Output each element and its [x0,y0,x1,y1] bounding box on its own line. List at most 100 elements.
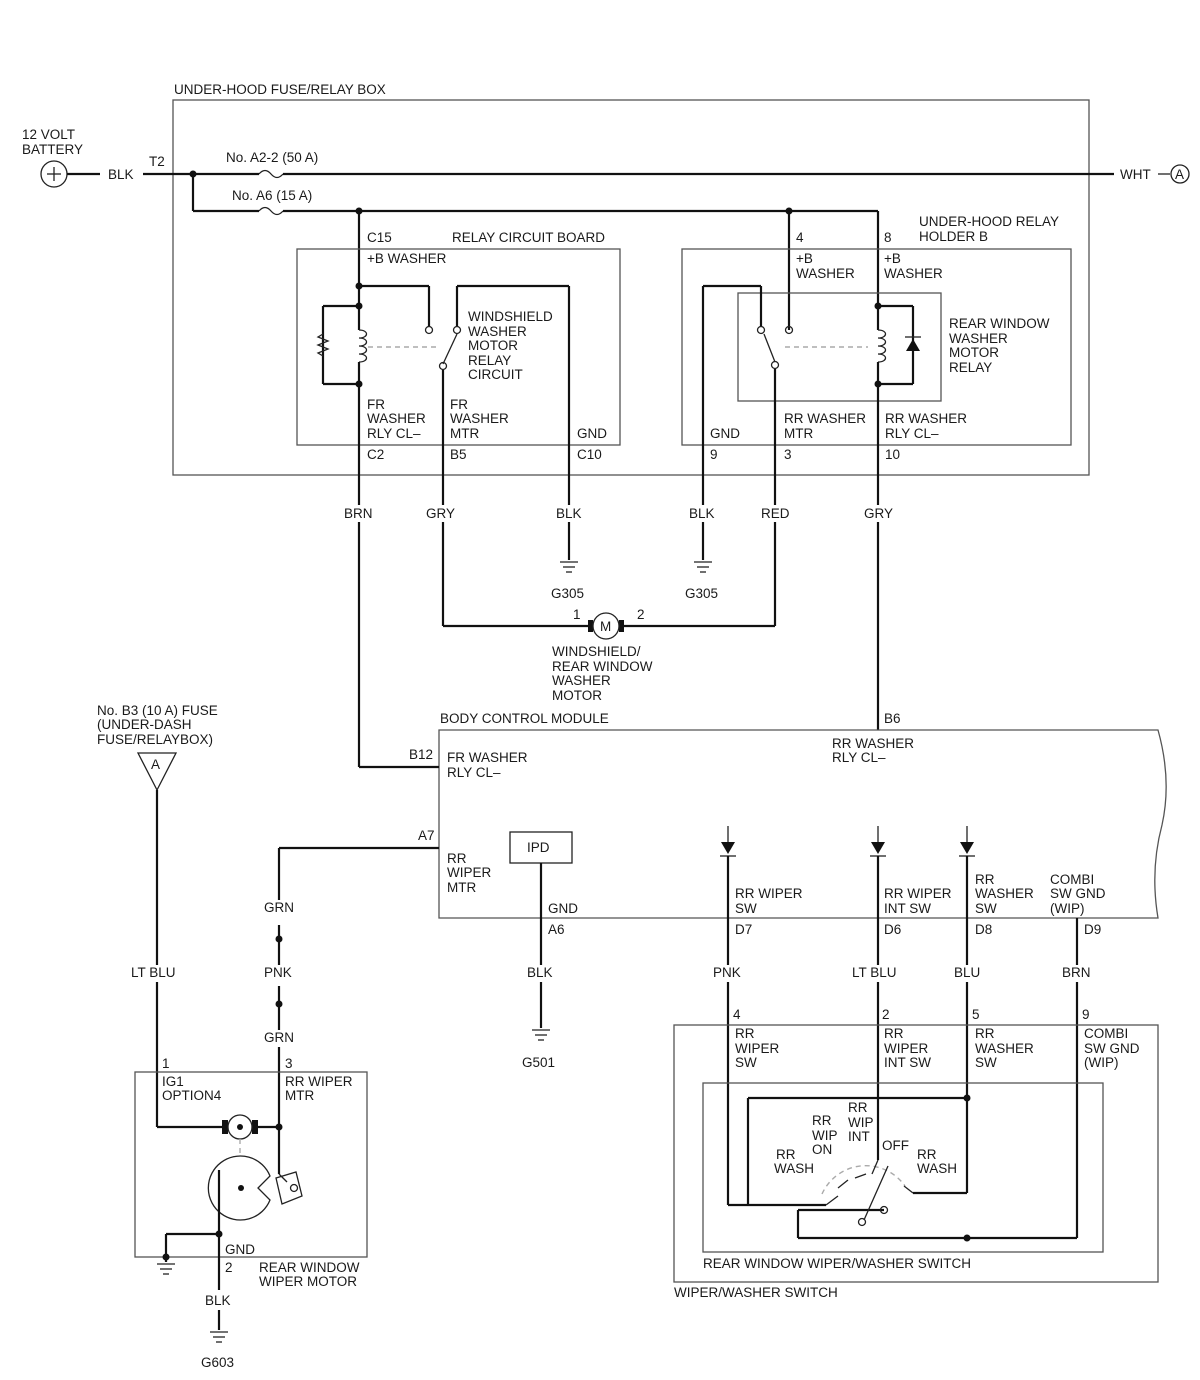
ig1-label-1: IG1 [162,1074,184,1089]
diode-icon [870,826,886,857]
fuse-a6-label: No. A6 (15 A) [232,188,312,203]
pin-d6: D6 [884,922,901,937]
sw-rr-wiper-3: SW [735,1055,757,1070]
pin-3: 3 [784,447,792,462]
ws-relay-label-4: RELAY [468,353,511,368]
bcm-rr-rly-2: RLY CL– [832,750,886,765]
pin-4: 4 [796,230,804,245]
relay-holder-b [681,248,1072,446]
bcm-combi-2: SW GND [1050,886,1106,901]
wiper-switch-label: WIPER/WASHER SWITCH [674,1285,838,1300]
fr-rly-cl-2: WASHER [367,411,426,426]
motor-pin-1b: 1 [162,1056,170,1071]
ws-relay-label-2: WASHER [468,324,527,339]
pin-a6: A6 [548,922,565,937]
wire-blk-a6: BLK [527,965,553,980]
sw-pin-9: 9 [1082,1007,1090,1022]
bcm-label: BODY CONTROL MODULE [440,711,609,726]
rr-rly-cl-2: RLY CL– [885,426,939,441]
ground-icon [157,1263,175,1275]
bcm-rr-rly-1: RR WASHER [832,736,914,751]
bcm-rr-wiper-mtr-2: WIPER [447,865,492,880]
bcm-rr-washer-sw-3: SW [975,901,997,916]
rear-motor-label-2: WIPER MOTOR [259,1274,357,1289]
wire-pnk-2: PNK [713,965,741,980]
diode-icon [905,336,921,351]
pin-d7: D7 [735,922,752,937]
pin-d9: D9 [1084,922,1101,937]
sw-rr-int-3: INT SW [884,1055,931,1070]
connector-a-triangle-icon: A [136,752,178,792]
wire-brn-2: BRN [1062,965,1091,980]
bcm-combi-3: (WIP) [1050,901,1085,916]
washer-motor-label-3: WASHER [552,673,611,688]
bcm-gnd: GND [548,901,578,916]
ground-g603: G603 [201,1355,234,1370]
bcm-rr-washer-sw-2: WASHER [975,886,1034,901]
ws-relay-label-5: CIRCUIT [468,367,523,382]
sw-pin-4: 4 [733,1007,741,1022]
pin-8: 8 [884,230,892,245]
wire-blk-1: BLK [556,506,582,521]
svg-text:A: A [151,757,160,772]
pin-b5: B5 [450,447,467,462]
bcm-rr-int-sw-1: RR WIPER [884,886,952,901]
bcm-rr-int-sw-2: INT SW [884,901,931,916]
pos-rr-wash-l-1: RR [776,1147,796,1162]
sw-pin-5: 5 [972,1007,980,1022]
wire-gry-2: GRY [864,506,893,521]
connector-a-icon: A [1170,164,1190,184]
pos-rr-wip-on-3: ON [812,1142,832,1157]
body-control-module [438,729,1167,919]
wiper-washer-switch [673,1024,1159,1283]
wire-grn-1: GRN [264,900,294,915]
pos-rr-wip-int-3: INT [848,1129,870,1144]
svg-text:A: A [1175,167,1184,182]
motor-pin-3: 3 [285,1056,293,1071]
resistor-icon [316,333,330,357]
bcm-combi-1: COMBI [1050,872,1094,887]
rr-mtr-2: MTR [784,426,813,441]
battery-label-2: BATTERY [22,142,83,157]
relay-circuit-board [296,248,621,446]
pin-d8: D8 [975,922,992,937]
relay-holder-label-1: UNDER-HOOD RELAY [919,214,1059,229]
wire-blu: BLU [954,965,980,980]
b3-fuse-2: (UNDER-DASH [97,717,192,732]
bcm-fr-rly-1: FR WASHER [447,750,528,765]
sw-combi-2: SW GND [1084,1041,1140,1056]
fuse-box-label: UNDER-HOOD FUSE/RELAY BOX [174,82,386,97]
bcm-fr-rly-2: RLY CL– [447,765,501,780]
motor-pin-1: 1 [573,607,581,622]
ws-relay-label-3: MOTOR [468,338,518,353]
sw-pin-2: 2 [882,1007,890,1022]
rr-relay-coil-icon [877,329,887,363]
bcm-rr-wiper-sw-1: RR WIPER [735,886,803,901]
rr-wiper-mtr-2: MTR [285,1088,314,1103]
washer-motor-label-2: REAR WINDOW [552,659,653,674]
wire-brn: BRN [344,506,373,521]
pin-9: 9 [710,447,718,462]
fr-mtr-2: WASHER [450,411,509,426]
pos-rr-wip-on-1: RR [812,1113,832,1128]
pin-c2: C2 [367,447,384,462]
wire-lt-blu-2: LT BLU [852,965,897,980]
bcm-rr-washer-sw-1: RR [975,872,995,887]
pos-rr-wip-on-2: WIP [812,1128,838,1143]
pin-c15: C15 [367,230,392,245]
pin-10: 10 [885,447,900,462]
wht-wire-color: WHT [1120,167,1151,182]
fr-relay-switch-icon [438,333,458,371]
relay-board-label: RELAY CIRCUIT BOARD [452,230,605,245]
battery-wire-color: BLK [108,167,134,182]
wire-gry-1: GRY [426,506,455,521]
wire-pnk-1: PNK [264,965,292,980]
motor-pin-2: 2 [637,607,645,622]
b-washer-label: +B WASHER [367,251,447,266]
b3-fuse-1: No. B3 (10 A) FUSE [97,703,218,718]
ipd-label: IPD [527,840,550,855]
motor-pin-2b: 2 [225,1260,233,1275]
battery-icon [40,160,68,188]
sw-rr-washer-1: RR [975,1026,995,1041]
ws-relay-label-1: WINDSHIELD [468,309,553,324]
